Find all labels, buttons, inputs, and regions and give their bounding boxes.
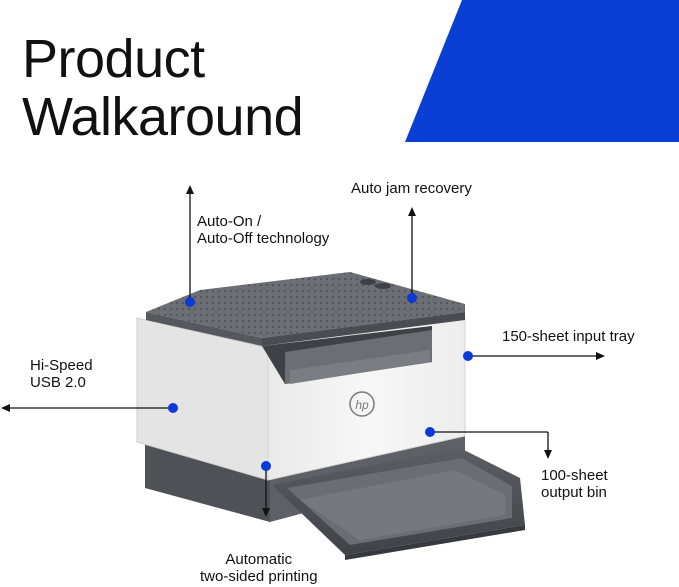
callout-usb-line1: Hi-Speed <box>30 357 93 374</box>
callout-auto-on-off: Auto-On / Auto-Off technology <box>197 213 329 247</box>
callout-dot-output-bin <box>425 427 435 437</box>
callout-input-tray: 150-sheet input tray <box>502 328 635 345</box>
svg-text:hp: hp <box>355 398 369 412</box>
callout-dot-auto-on <box>185 297 195 307</box>
callout-dot-duplex <box>261 461 271 471</box>
callout-dot-input-tray <box>463 351 473 361</box>
callout-auto-jam-recovery: Auto jam recovery <box>351 180 472 197</box>
title-line-1: Product <box>22 29 205 89</box>
callout-auto-on-off-line2: Auto-Off technology <box>197 230 330 247</box>
callout-dot-auto-jam <box>407 293 417 303</box>
callout-dots <box>168 293 473 471</box>
callout-duplex: Automatic two-sided printing <box>200 551 318 585</box>
callout-duplex-line1: Automatic <box>225 551 293 568</box>
callout-auto-on-off-line1: Auto-On / <box>197 213 262 230</box>
callout-output-bin-line2: output bin <box>541 484 607 501</box>
hp-logo: hp <box>349 391 375 417</box>
page-title: Product Walkaround <box>22 29 304 147</box>
callout-output-bin-line1: 100-sheet <box>541 467 608 484</box>
callout-usb: Hi-Speed USB 2.0 <box>30 357 93 391</box>
title-line-2: Walkaround <box>22 87 304 147</box>
blue-accent-banner <box>405 0 679 142</box>
callout-usb-line2: USB 2.0 <box>30 374 86 391</box>
callout-dot-usb <box>168 403 178 413</box>
callout-output-bin: 100-sheet output bin <box>541 467 608 501</box>
printer-illustration: hp <box>136 272 525 560</box>
callout-auto-jam-text: Auto jam recovery <box>351 180 472 197</box>
callout-lines <box>1 185 605 517</box>
callout-duplex-line2: two-sided printing <box>200 568 318 585</box>
callout-input-tray-text: 150-sheet input tray <box>502 328 635 345</box>
